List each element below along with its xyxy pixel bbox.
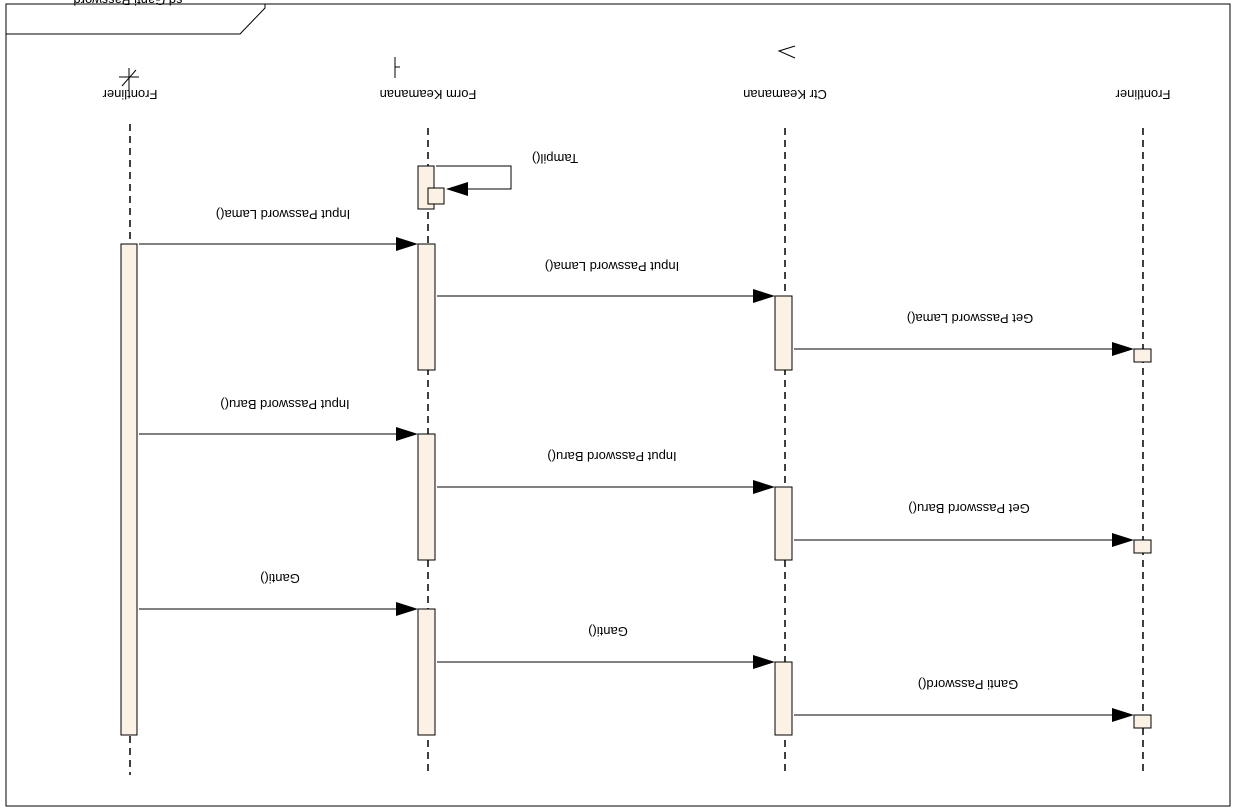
activation-bar [120,243,138,736]
message-tampil: Tampil() [436,151,578,196]
message-label: Ganti Password() [918,677,1018,692]
arrowhead-icon [753,655,775,669]
activation-bar [1133,348,1152,363]
participant-p1: Frontliner [102,68,158,102]
arrowhead-icon [1112,708,1134,722]
arrowhead-icon [1112,342,1134,356]
message-ganti-password: Ganti Password() [794,677,1134,722]
arrowhead-icon [446,182,468,196]
arrowhead-icon [753,480,775,494]
activation-bar [417,433,436,561]
arrowhead-icon [396,602,418,616]
message-input-password-lama-2: Input Password Lama() [437,259,775,303]
message-input-password-lama-1: Input Password Lama() [139,207,418,251]
activation-bar [774,486,793,561]
activation-bar [417,243,436,371]
participant-p4: Frontliner [1115,87,1171,102]
arrowhead-icon [753,289,775,303]
message-input-password-baru-2: Input Password Baru() [437,449,775,494]
message-label: Tampil() [532,151,578,166]
arrowhead-icon [396,427,418,441]
message-get-password-baru: Get Password Baru() [794,501,1134,547]
message-input-password-baru-1: Input Password Baru() [139,397,418,441]
participant-p2: Form Keamanan [380,57,477,102]
message-label: Input Password Lama() [216,207,350,222]
message-label: Get Password Lama() [907,311,1033,326]
activation-bar [1133,714,1152,729]
message-ganti-1: Ganti() [139,571,418,616]
message-ganti-2: Ganti() [437,624,775,669]
activation-bar [774,295,793,371]
activations [120,165,1152,736]
message-label: Input Password Baru() [220,397,349,412]
arrowhead-icon [396,237,418,251]
participant-label: Frontliner [102,87,158,102]
control-icon [777,45,796,59]
activation-bar [417,608,436,736]
activation-bar [774,661,793,736]
activation-bar [427,187,445,205]
actor-icon [119,68,139,90]
participant-label: Form Keamanan [380,87,477,102]
message-label: Get Password Baru() [908,501,1029,516]
message-get-password-lama: Get Password Lama() [794,311,1134,356]
activation-bar [1133,539,1152,554]
frame-title: sd Ganti Password [73,0,182,8]
participant-label: Frontliner [1115,87,1171,102]
participant-label: Ctr Keamanan [743,87,827,102]
message-label: Ganti() [260,571,300,586]
message-label: Input Password Lama() [545,259,679,274]
message-label: Ganti() [588,624,628,639]
diagram-frame: sd Ganti Password [5,0,1231,807]
message-label: Input Password Baru() [547,449,676,464]
participant-p3: Ctr Keamanan [743,45,827,102]
arrowhead-icon [1112,533,1134,547]
boundary-icon [394,57,400,78]
